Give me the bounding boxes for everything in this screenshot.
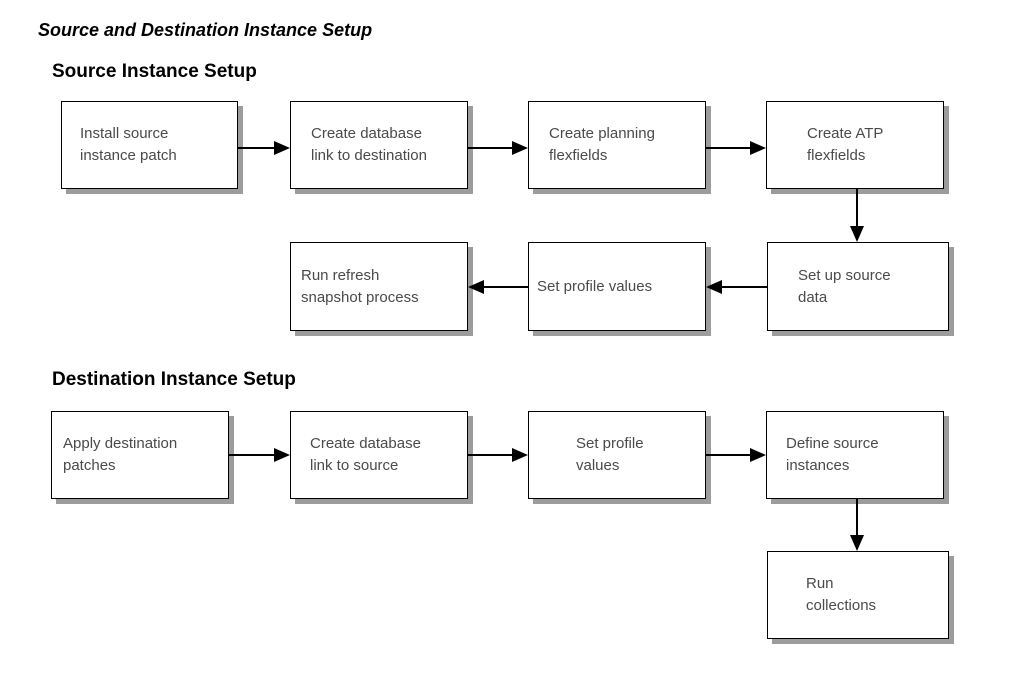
node-label: Create database link to source [310, 435, 421, 474]
node-set-profile-values-source: Set profile values [528, 242, 706, 331]
node-set-profile-values-destination: Set profile values [528, 411, 706, 499]
node-label: Set profile values [537, 277, 653, 295]
arrow-right-icon [229, 448, 290, 462]
node-create-atp-flexfields: Create ATP flexfields [766, 101, 944, 189]
node-label: Set profile values [576, 435, 644, 474]
node-label: Create ATP flexfields [807, 125, 884, 164]
node-run-collections: Run collections [767, 551, 949, 639]
node-label: Create planning flexfields [549, 125, 655, 164]
arrow-right-icon [468, 141, 528, 155]
source-section-heading: Source Instance Setup [52, 61, 257, 82]
node-label: Create database link to destination [311, 125, 427, 164]
node-label: Set up source data [798, 266, 891, 306]
node-define-source-instances: Define source instances [766, 411, 944, 499]
arrow-left-icon [706, 280, 767, 294]
arrow-down-icon [850, 499, 864, 551]
node-run-refresh-snapshot-process: Run refresh snapshot process [290, 242, 468, 331]
arrow-right-icon [706, 141, 766, 155]
node-apply-destination-patches: Apply destination patches [51, 411, 229, 499]
arrow-down-icon [850, 189, 864, 242]
arrow-left-icon [468, 280, 528, 294]
node-label: Apply destination patches [63, 435, 178, 474]
node-create-planning-flexfields: Create planning flexfields [528, 101, 706, 189]
node-set-up-source-data: Set up source data [767, 242, 949, 331]
arrow-right-icon [468, 448, 528, 462]
node-label: Install source instance patch [80, 125, 177, 164]
arrow-right-icon [238, 141, 290, 155]
node-install-source-instance-patch: Install source instance patch [61, 101, 238, 189]
node-create-database-link-to-destination: Create database link to destination [290, 101, 468, 189]
diagram-title: Source and Destination Instance Setup [38, 20, 373, 40]
node-create-database-link-to-source: Create database link to source [290, 411, 468, 499]
node-label: Define source instances [786, 435, 879, 474]
arrow-right-icon [706, 448, 766, 462]
node-label: Run refresh snapshot process [301, 266, 419, 306]
node-label: Run collections [806, 575, 877, 614]
destination-section-heading: Destination Instance Setup [52, 369, 296, 390]
